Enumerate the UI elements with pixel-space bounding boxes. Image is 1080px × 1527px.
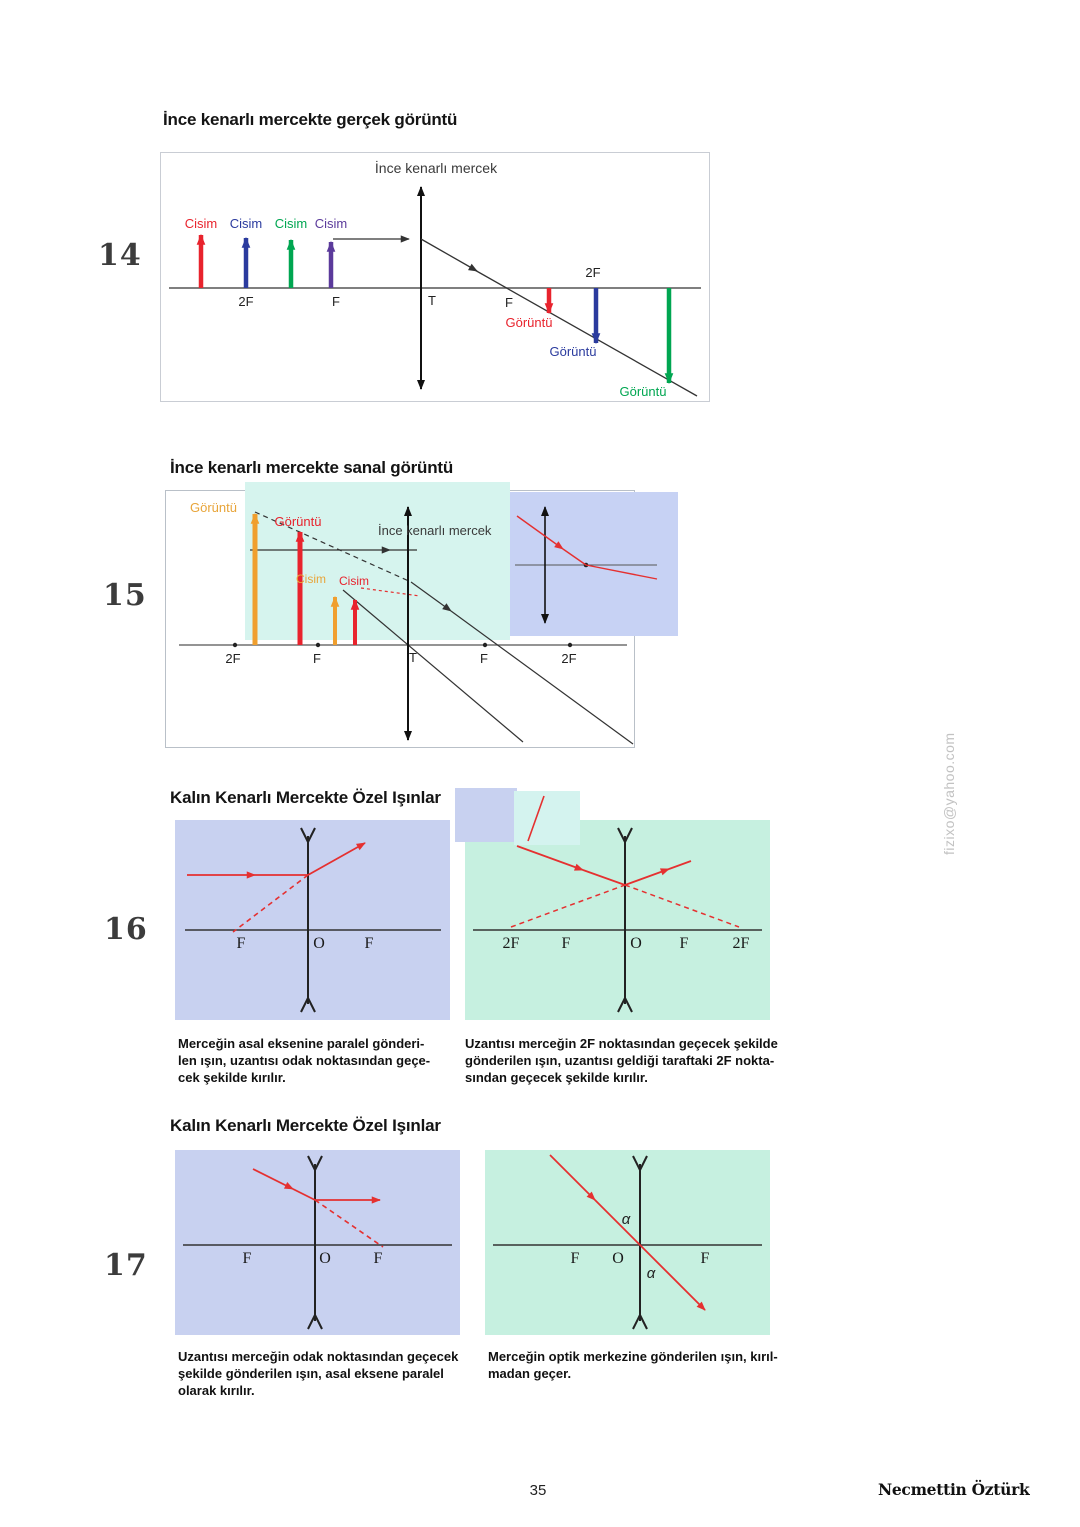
axis-label-o: O: [630, 935, 642, 952]
axis-label-f-right: F: [680, 935, 689, 952]
lens-symbol-diverging: [617, 827, 633, 1013]
caption-line: madan geçer.: [488, 1366, 572, 1382]
heading-diverging-rays-1: Kalın Kenarlı Mercekte Özel Işınlar: [170, 788, 441, 807]
image-label-green: Görüntü: [620, 384, 667, 399]
diagram-16-left-panel: F O F: [175, 820, 450, 1020]
axis-label-f-left: F: [571, 1250, 580, 1267]
diagram-14-converging-lens-real-image: İnce kenarlı mercek: [169, 159, 701, 399]
diagram-17-left-panel: F O F: [175, 1150, 460, 1335]
heading-virtual-image: İnce kenarlı mercekte sanal görüntü: [170, 458, 454, 477]
diagram-17-right-center-ray: α α F O F: [493, 1154, 762, 1330]
caption-17-left: Uzantısı merceğin odak noktasından geçec…: [178, 1348, 458, 1399]
heading-real-image: İnce kenarlı mercekte gerçek görüntü: [163, 110, 458, 129]
diagram-17-right-panel: α α F O F: [485, 1150, 770, 1335]
axis-label-o: O: [313, 935, 325, 952]
lens-title-label: İnce kenarlı mercek: [378, 523, 492, 538]
object-label-orange: Cisim: [296, 572, 326, 586]
lens-symbol-diverging: [300, 827, 316, 1013]
image-label-red: Görüntü: [506, 315, 553, 330]
caption-line: sından geçecek şekilde kırılır.: [465, 1070, 648, 1086]
light-rays: [187, 842, 366, 933]
axis-label-2f-left: 2F: [238, 294, 253, 309]
object-label-green: Cisim: [275, 216, 308, 231]
caption-line: Uzantısı merceğin odak noktasından geçec…: [178, 1349, 459, 1364]
caption-line: Merceğin asal eksenine paralel gönderi-: [178, 1036, 425, 1051]
caption-17-right: Merceğin optik merkezine gönderilen ışın…: [488, 1348, 778, 1382]
lens-symbol-diverging: [632, 1155, 648, 1330]
section-number-16: 16: [104, 912, 148, 947]
diagram-17-left-focal-ray: F O F: [183, 1155, 452, 1330]
axis-label-center-t: T: [409, 650, 417, 665]
light-rays: [333, 235, 698, 397]
optical-axis: [179, 642, 627, 648]
axis-label-f-left: F: [313, 651, 321, 666]
caption-line: cek şekilde kırılır.: [178, 1070, 286, 1086]
diagram-15-panel: Görüntü Görüntü İnce kenarlı mercek Cisi…: [165, 478, 685, 752]
light-rays: [549, 1154, 706, 1311]
decorative-lavender-patch: [455, 788, 517, 842]
axis-label-f-right: F: [480, 651, 488, 666]
diagram-15-converging-lens-virtual-image: Görüntü Görüntü İnce kenarlı mercek Cisi…: [179, 500, 658, 745]
axis-label-f-right: F: [701, 1250, 710, 1267]
object-arrows: [196, 233, 336, 288]
heading-diverging-rays-2: Kalın Kenarlı Mercekte Özel Işınlar: [170, 1116, 441, 1135]
caption-line: olarak kırılır.: [178, 1383, 255, 1399]
object-label-blue: Cisim: [230, 216, 263, 231]
caption-16-right: Uzantısı merceğin 2F noktasından geçecek…: [465, 1035, 778, 1086]
diagram-16-right-panel: 2F F O F 2F: [465, 820, 770, 1020]
watermark-email: fizixo@yahoo.com: [941, 732, 957, 855]
axis-label-f-left: F: [237, 935, 246, 952]
highlight-blue-region: [510, 492, 678, 636]
section-number-17: 17: [104, 1248, 148, 1283]
caption-16-left: Merceğin asal eksenine paralel gönderi- …: [178, 1035, 430, 1086]
angle-alpha-bottom: α: [647, 1265, 656, 1282]
axis-label-f-right: F: [365, 935, 374, 952]
axis-label-f-right: F: [374, 1250, 383, 1267]
axis-label-f-left: F: [243, 1250, 252, 1267]
caption-line: şekilde gönderilen ışın, asal eksene par…: [178, 1366, 444, 1382]
caption-line: len ışın, uzantısı odak noktasından geçe…: [178, 1053, 431, 1069]
caption-line: Merceğin optik merkezine gönderilen ışın…: [488, 1349, 778, 1364]
image-arrows: [544, 288, 674, 385]
caption-line: gönderilen ışın, uzantısı geldiği taraft…: [465, 1053, 775, 1069]
axis-label-o: O: [612, 1250, 624, 1267]
caption-line: Uzantısı merceğin 2F noktasından geçecek…: [465, 1036, 778, 1051]
object-label-red: Cisim: [185, 216, 218, 231]
axis-label-2f-left: 2F: [503, 935, 520, 952]
author-name: Necmettin Öztürk: [878, 1480, 1030, 1499]
axis-label-f-left: F: [562, 935, 571, 952]
image-arrows: [250, 512, 305, 645]
highlight-cyan-region: [245, 482, 510, 640]
lens-symbol-diverging: [307, 1155, 323, 1330]
axis-label-2f-right: 2F: [585, 265, 600, 280]
diagram-14-panel: İnce kenarlı mercek: [160, 152, 710, 402]
light-rays: [252, 1168, 384, 1248]
object-label-purple: Cisim: [315, 216, 348, 231]
section-number-14: 14: [98, 238, 142, 273]
light-rays: [510, 845, 740, 928]
axis-label-2f-right: 2F: [733, 935, 750, 952]
light-rays: [250, 511, 634, 745]
decorative-red-ray-fragment: [527, 795, 545, 842]
axis-label-2f-left: 2F: [225, 651, 240, 666]
angle-alpha-top: α: [622, 1211, 631, 1228]
mini-lens-diagram: [515, 506, 658, 624]
diagram-16-right-2f-ray: 2F F O F 2F: [473, 827, 762, 1013]
object-label-red: Cisim: [339, 574, 369, 588]
axis-label-f-right: F: [505, 295, 513, 310]
axis-label-f-left: F: [332, 294, 340, 309]
decorative-mint-patch: [514, 791, 580, 845]
object-arrows: [330, 595, 360, 645]
axis-label-o: O: [319, 1250, 331, 1267]
lens-title-label: İnce kenarlı mercek: [375, 159, 498, 176]
axis-label-2f-right: 2F: [561, 651, 576, 666]
axis-label-center-t: T: [428, 293, 436, 308]
image-label-orange: Görüntü: [190, 500, 237, 515]
diagram-16-left-parallel-ray: F O F: [185, 827, 441, 1013]
section-number-15: 15: [103, 578, 147, 613]
image-label-red: Görüntü: [275, 514, 322, 529]
page-number: 35: [529, 1482, 547, 1499]
image-label-blue: Görüntü: [550, 344, 597, 359]
